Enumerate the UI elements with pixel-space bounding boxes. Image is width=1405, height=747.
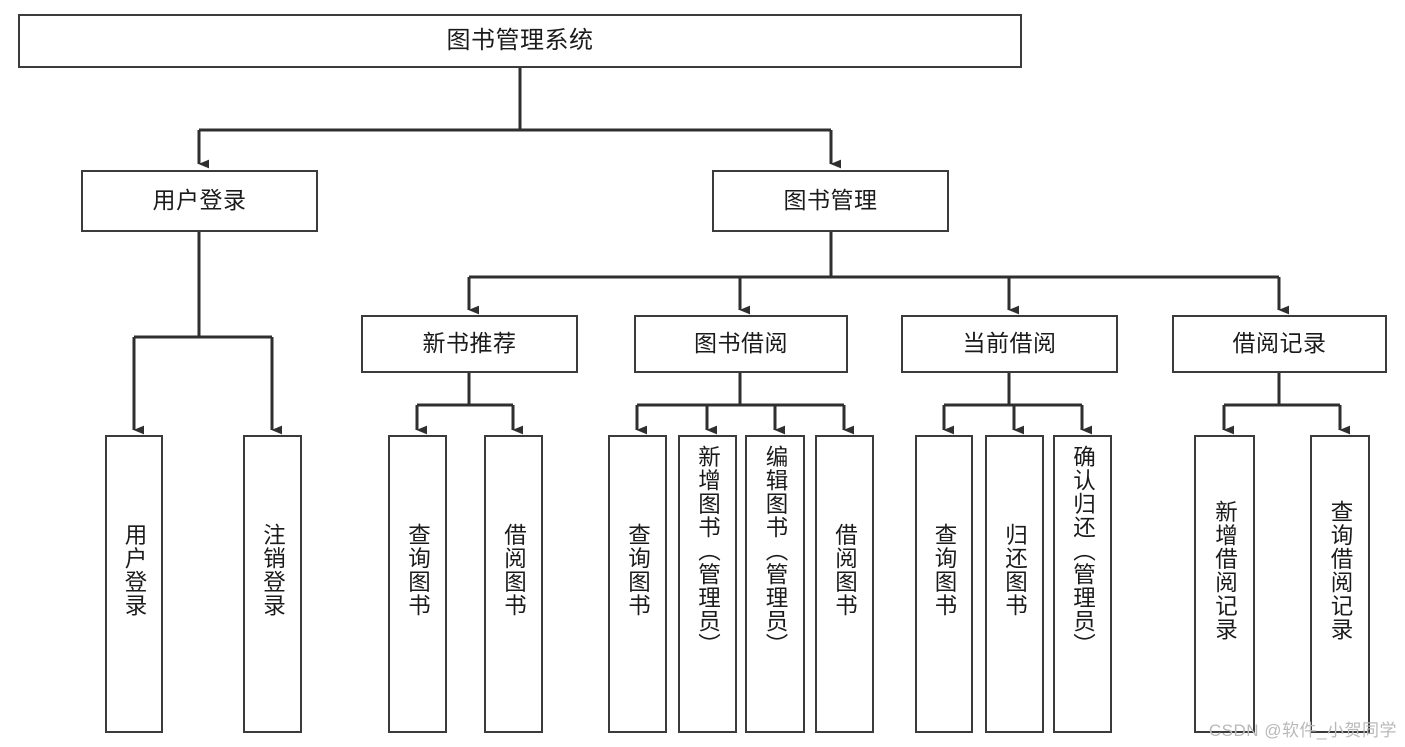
node-leaf-confirm-return-label: 确认归还（管理员）	[1070, 445, 1096, 657]
node-leaf-add-book-label: 新增图书（管理员）	[695, 445, 721, 657]
node-user-login[interactable]: 用户登录	[81, 170, 318, 232]
node-leaf-logout-label: 注销登录	[260, 523, 286, 617]
node-current-borrow[interactable]: 当前借阅	[901, 315, 1118, 373]
node-leaf-query-book-1-label: 查询图书	[405, 523, 431, 617]
watermark: CSDN @软件_小贺同学	[1208, 721, 1397, 740]
node-root[interactable]: 图书管理系统	[18, 14, 1022, 68]
node-leaf-return-book[interactable]: 归还图书	[985, 435, 1044, 733]
node-book-borrow[interactable]: 图书借阅	[634, 315, 848, 373]
node-current-borrow-label: 当前借阅	[962, 330, 1057, 357]
node-leaf-query-book-3[interactable]: 查询图书	[915, 435, 973, 733]
node-borrow-record-label: 借阅记录	[1232, 330, 1327, 357]
node-root-label: 图书管理系统	[446, 26, 594, 54]
node-leaf-add-book[interactable]: 新增图书（管理员）	[678, 435, 737, 733]
node-leaf-query-record-label: 查询借阅记录	[1328, 500, 1354, 641]
node-leaf-query-book-3-label: 查询图书	[932, 523, 958, 617]
node-leaf-borrow-book-2-label: 借阅图书	[832, 523, 858, 617]
node-leaf-return-book-label: 归还图书	[1002, 523, 1028, 617]
node-leaf-user-login[interactable]: 用户登录	[105, 435, 163, 733]
node-leaf-edit-book[interactable]: 编辑图书（管理员）	[745, 435, 805, 733]
node-user-login-label: 用户登录	[152, 187, 247, 214]
node-leaf-add-record-label: 新增借阅记录	[1212, 500, 1238, 641]
node-new-book-rec[interactable]: 新书推荐	[361, 315, 578, 373]
node-book-manage-label: 图书管理	[783, 187, 878, 214]
node-leaf-edit-book-label: 编辑图书（管理员）	[763, 445, 789, 657]
node-borrow-record[interactable]: 借阅记录	[1172, 315, 1387, 373]
node-leaf-query-book-2[interactable]: 查询图书	[608, 435, 667, 733]
node-book-manage[interactable]: 图书管理	[712, 170, 949, 232]
node-leaf-add-record[interactable]: 新增借阅记录	[1194, 435, 1255, 733]
node-leaf-query-book-2-label: 查询图书	[625, 523, 651, 617]
node-leaf-query-record[interactable]: 查询借阅记录	[1310, 435, 1370, 733]
node-leaf-borrow-book-1-label: 借阅图书	[501, 523, 527, 617]
node-new-book-rec-label: 新书推荐	[422, 330, 517, 357]
node-leaf-borrow-book-2[interactable]: 借阅图书	[815, 435, 874, 733]
node-leaf-confirm-return[interactable]: 确认归还（管理员）	[1053, 435, 1112, 733]
node-leaf-borrow-book-1[interactable]: 借阅图书	[484, 435, 543, 733]
node-book-borrow-label: 图书借阅	[694, 330, 788, 357]
node-leaf-query-book-1[interactable]: 查询图书	[388, 435, 447, 733]
node-leaf-user-login-label: 用户登录	[122, 523, 148, 617]
node-leaf-logout[interactable]: 注销登录	[243, 435, 302, 733]
